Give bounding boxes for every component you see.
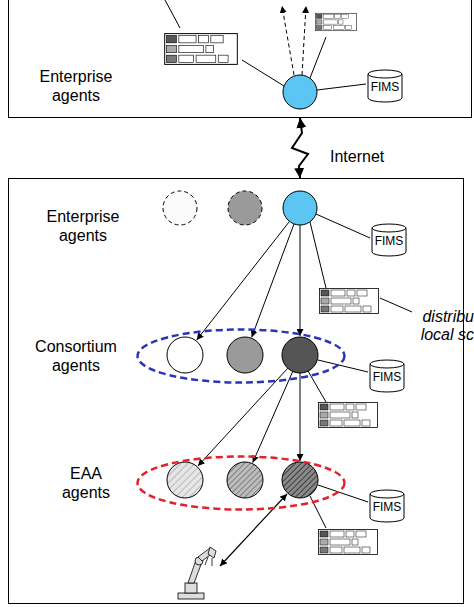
consortium-group: Consortium agents xyxy=(136,328,346,384)
cylinder-rim xyxy=(372,228,406,232)
database-label: FIMS xyxy=(371,234,407,248)
layer-label: Enterprise agents xyxy=(26,67,126,105)
leader-line xyxy=(380,298,412,312)
eaa-agent xyxy=(167,462,203,498)
link-label: Internet xyxy=(330,148,384,166)
dashed-arrow xyxy=(282,6,294,75)
scheduler-panel xyxy=(319,530,378,555)
hierarchy-arrow xyxy=(300,225,301,336)
fims-database: FIMS xyxy=(369,489,405,523)
network-link xyxy=(292,118,308,178)
enterprise-agent xyxy=(228,191,262,225)
scheduler-panel xyxy=(319,403,378,428)
link-line xyxy=(242,60,284,86)
consortium-agent xyxy=(167,337,203,373)
cylinder-body xyxy=(372,224,406,256)
robot-link-arrow xyxy=(220,494,287,566)
layer-label: Enterprise agents xyxy=(33,207,133,245)
group-ellipse xyxy=(138,330,345,383)
cylinder-rim xyxy=(370,494,404,498)
link-line xyxy=(310,37,326,78)
link-line xyxy=(316,214,370,238)
enterprise-frame: Enterprise agentsFIMSConsortium agentsFI… xyxy=(8,178,464,604)
eaa-agent xyxy=(282,462,318,498)
link-line xyxy=(317,84,366,90)
hierarchy-arrow xyxy=(300,373,301,461)
enterprise-band: Enterprise agents FIMS xyxy=(8,0,472,118)
hierarchy-arrow xyxy=(253,372,293,463)
cylinder-rim xyxy=(370,364,404,368)
dashed-arrow xyxy=(302,6,306,75)
fims-database: FIMS xyxy=(367,69,403,103)
group-ellipse xyxy=(138,457,345,510)
link-line xyxy=(308,371,326,402)
enterprise-agent xyxy=(163,191,197,225)
eaa-group: EAA agents xyxy=(136,455,346,511)
scheduler-panel xyxy=(320,289,379,314)
scheduler-note: distribu local sc xyxy=(406,308,474,344)
eaa-agent xyxy=(227,462,263,498)
cylinder-rim xyxy=(368,74,402,78)
leader-line xyxy=(165,0,180,28)
link-line xyxy=(310,222,326,288)
cylinder-body xyxy=(368,70,402,102)
hierarchy-arrow xyxy=(197,221,290,340)
layer-label: Consortium agents xyxy=(26,337,126,375)
enterprise-agent xyxy=(283,75,317,109)
consortium-agent xyxy=(227,337,263,373)
consortium-agent xyxy=(282,337,318,373)
layer-label: EAA agents xyxy=(51,464,121,502)
enterprise-agent xyxy=(283,191,317,225)
hierarchy-arrow xyxy=(252,224,294,337)
fims-database: FIMS xyxy=(371,223,407,257)
hierarchy-arrow xyxy=(198,368,288,466)
robot-arm xyxy=(178,547,216,599)
cylinder-body xyxy=(370,490,404,522)
ellipse-outline xyxy=(136,455,346,511)
cylinder-body xyxy=(370,360,404,392)
fims-database: FIMS xyxy=(369,359,405,393)
scheduler-panel xyxy=(315,13,356,31)
database-label: FIMS xyxy=(367,80,403,94)
ellipse-outline xyxy=(136,328,346,384)
database-label: FIMS xyxy=(369,500,405,514)
scheduler-panel xyxy=(165,34,238,65)
database-label: FIMS xyxy=(369,370,405,384)
